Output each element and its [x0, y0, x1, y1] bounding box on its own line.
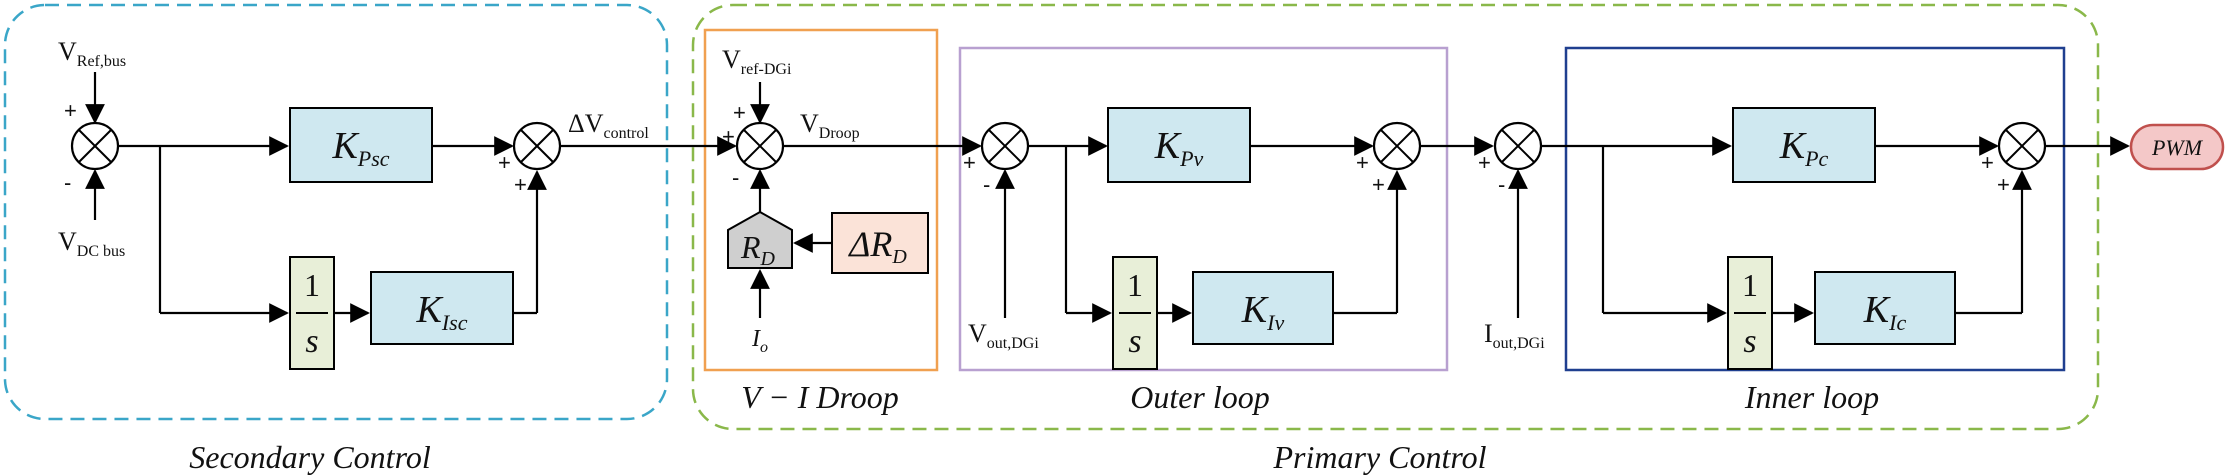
- integrator-block-outer: 1 s: [1112, 256, 1158, 370]
- sign-plus: +: [733, 100, 746, 125]
- vdroop-label: VDroop: [800, 109, 860, 142]
- secondary-control-label: Secondary Control: [189, 439, 431, 475]
- sign-minus: -: [1498, 172, 1505, 197]
- kic-block: KIc: [1814, 271, 1956, 345]
- sign-plus: +: [1356, 150, 1369, 175]
- sign-minus: -: [64, 170, 71, 195]
- io-label: Io: [751, 326, 768, 356]
- kiv-block: KIv: [1192, 271, 1334, 345]
- svg-text:KPsc: KPsc: [331, 125, 389, 171]
- svg-text:ΔRD: ΔRD: [847, 224, 907, 268]
- vref-dgi-label: Vref-DGi: [722, 45, 792, 78]
- outer-loop-label: Outer loop: [1130, 379, 1270, 415]
- svg-text:s: s: [1743, 323, 1756, 360]
- sign-plus: +: [722, 124, 735, 149]
- sum-junction-inner-2: [1997, 121, 2047, 171]
- kpc-block: KPc: [1732, 107, 1876, 183]
- svg-text:KIsc: KIsc: [415, 289, 467, 335]
- dv-control-label: ΔVcontrol: [568, 109, 649, 142]
- outer-loop-frame: [958, 46, 1449, 372]
- kisc-block: KIsc: [370, 271, 514, 345]
- sum-junction-outer-2: [1372, 121, 1422, 171]
- pwm-output: PWM: [2129, 123, 2225, 171]
- sign-minus: -: [983, 172, 990, 197]
- sum-junction-secondary-1: [70, 121, 120, 171]
- vout-label: Vout,DGi: [968, 319, 1039, 352]
- delta-rd-block: ΔRD: [831, 212, 929, 274]
- sign-plus: +: [1372, 172, 1385, 197]
- droop-label: V − I Droop: [741, 379, 899, 415]
- iout-label: Iout,DGi: [1484, 319, 1545, 352]
- svg-text:1: 1: [304, 267, 320, 303]
- svg-text:s: s: [305, 323, 318, 360]
- svg-text:KIv: KIv: [1241, 289, 1285, 335]
- primary-control-label: Primary Control: [1272, 439, 1486, 475]
- svg-text:KIc: KIc: [1863, 289, 1907, 335]
- rd-block: RD: [727, 210, 793, 270]
- kpsc-block: KPsc: [289, 107, 433, 183]
- vdc-bus-label: VDC bus: [58, 227, 125, 260]
- sign-plus: +: [514, 172, 527, 197]
- svg-text:KPc: KPc: [1779, 125, 1829, 171]
- droop-frame: [703, 28, 939, 372]
- secondary-control-frame: [3, 3, 669, 421]
- svg-text:1: 1: [1742, 267, 1758, 303]
- sum-junction-droop: [735, 121, 785, 171]
- sum-junction-secondary-2: [512, 121, 562, 171]
- sign-minus: -: [732, 165, 739, 190]
- sign-plus: +: [64, 98, 77, 123]
- sign-plus: +: [498, 150, 511, 175]
- svg-text:KPv: KPv: [1154, 125, 1204, 171]
- sum-junction-inner-1: [1493, 121, 1543, 171]
- sign-plus: +: [1997, 172, 2010, 197]
- svg-text:1: 1: [1127, 267, 1143, 303]
- inner-loop-label: Inner loop: [1744, 379, 1879, 415]
- integrator-block-inner: 1 s: [1727, 256, 1773, 370]
- kpv-block: KPv: [1107, 107, 1251, 183]
- integrator-block-secondary: 1 s: [289, 256, 335, 370]
- svg-text:s: s: [1128, 323, 1141, 360]
- sign-plus: +: [963, 150, 976, 175]
- svg-text:RD: RD: [740, 229, 776, 270]
- sign-plus: +: [1478, 150, 1491, 175]
- inner-loop-frame: [1564, 46, 2066, 372]
- primary-control-frame: [691, 3, 2100, 431]
- sign-plus: +: [1981, 150, 1994, 175]
- sum-junction-outer-1: [980, 121, 1030, 171]
- vref-bus-label: VRef,bus: [58, 37, 126, 70]
- svg-text:PWM: PWM: [2151, 135, 2204, 160]
